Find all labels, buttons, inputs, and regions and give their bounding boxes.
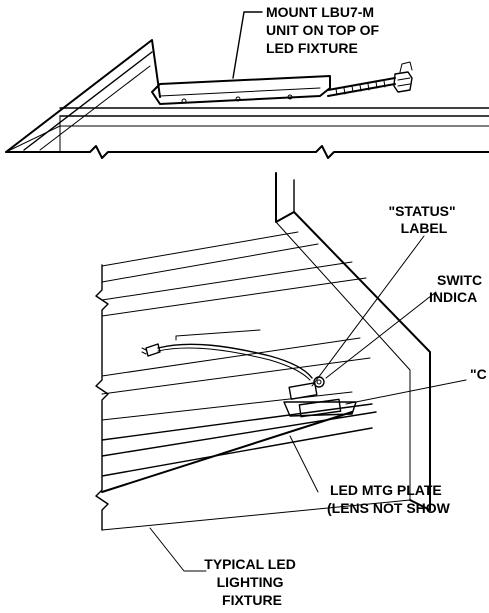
- fixture-callout-line: FIXTURE: [222, 592, 282, 608]
- fixture-callout-line: TYPICAL LED: [204, 556, 296, 572]
- mtg-plate-callout-line: LED MTG PLATE: [330, 482, 442, 498]
- wire-harness: [141, 329, 313, 381]
- status-label-callout-line: "STATUS": [388, 203, 455, 219]
- led-mounting-plate: [283, 382, 357, 418]
- mtg-plate-leader: [289, 435, 319, 493]
- fixture-leader: [149, 527, 207, 572]
- mount-callout-line: MOUNT LBU7-M: [266, 4, 374, 20]
- fixture-callout-line: LIGHTING: [217, 574, 284, 590]
- flex-conduit: [327, 61, 413, 97]
- mount-leader: [232, 11, 263, 79]
- mount-callout-line: LED FIXTURE: [266, 40, 358, 56]
- mtg-plate-callout-line: (LENS NOT SHOW: [327, 500, 451, 516]
- mount-callout-line: UNIT ON TOP OF: [266, 22, 379, 38]
- third-label-callout-line: "C: [470, 366, 487, 382]
- switch-indicator-callout: SWITC INDICA: [429, 272, 486, 305]
- status-label-callout-line: LABEL: [401, 220, 448, 236]
- fixture-callout: TYPICAL LED LIGHTING FIXTURE: [204, 556, 299, 608]
- switch-indicator-leader: [325, 291, 437, 379]
- third-label-callout: "C: [470, 366, 487, 382]
- switch-indicator-callout-line: INDICA: [429, 289, 477, 305]
- third-label-leader: [345, 379, 467, 405]
- status-label-callout: "STATUS" LABEL: [388, 203, 459, 236]
- top-view-fixture: [5, 39, 489, 159]
- lbu7-m-unit: [151, 75, 331, 105]
- status-label-leader: [311, 235, 425, 387]
- mtg-plate-callout: LED MTG PLATE (LENS NOT SHOW: [327, 482, 451, 516]
- mount-callout: MOUNT LBU7-M UNIT ON TOP OF LED FIXTURE: [266, 4, 383, 56]
- bottom-view-fixture: [95, 172, 431, 531]
- switch-indicator-callout-line: SWITC: [437, 272, 482, 288]
